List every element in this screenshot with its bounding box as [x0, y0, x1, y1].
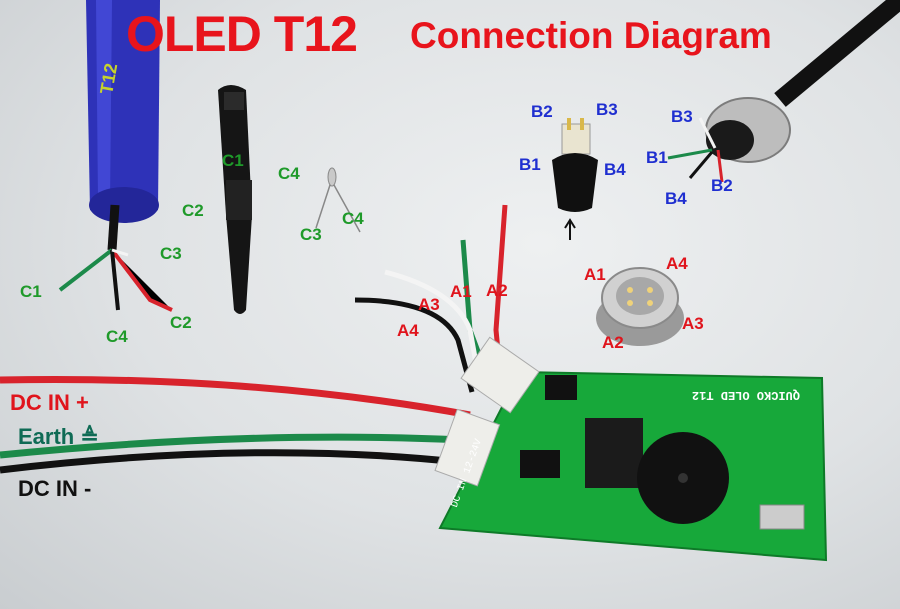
pcb-board: QUICKO OLED T12 DC IN 12-24V: [434, 336, 828, 562]
label-b2-aviation: B2: [711, 176, 733, 195]
label-c4-sensor: C4: [342, 209, 364, 228]
label-b2-plug: B2: [531, 102, 553, 121]
power-wires: [0, 375, 471, 474]
label-a2-socket: A2: [602, 333, 624, 352]
label-a4-socket: A4: [666, 254, 688, 273]
title-main: OLED T12: [126, 6, 358, 62]
label-c4-wire: C4: [106, 327, 128, 346]
label-b3-plug: B3: [596, 100, 618, 119]
label-a4-wire: A4: [397, 321, 419, 340]
label-b1-aviation: B1: [646, 148, 668, 167]
label-a3-socket: A3: [682, 314, 704, 333]
title-sub: Connection Diagram: [410, 15, 772, 56]
handle-grip: [218, 85, 252, 314]
label-c1-grip: C1: [222, 151, 244, 170]
label-a1-socket: A1: [584, 265, 606, 284]
label-b4-aviation: B4: [665, 189, 687, 208]
label-c1-wire: C1: [20, 282, 42, 301]
label-earth: Earth ≜: [18, 426, 99, 448]
label-dc-in-plus: DC IN +: [10, 390, 89, 415]
label-a1-wire: A1: [450, 282, 472, 301]
sensor-element: [315, 167, 361, 233]
handle-wires: [58, 204, 173, 312]
earth-ground-icon: ≜: [80, 424, 99, 449]
label-a2-wire: A2: [486, 281, 508, 300]
label-c2-grip: C2: [182, 201, 204, 220]
plug-connector: [552, 118, 598, 240]
label-b3-aviation: B3: [671, 107, 693, 126]
label-dc-in-minus: DC IN -: [18, 476, 92, 501]
aviation-plug: [667, 0, 900, 183]
silkscreen-name: QUICKO OLED T12: [692, 388, 800, 402]
panel-socket: [596, 267, 684, 346]
label-c3-sensor: C3: [300, 225, 322, 244]
label-c4-grip: C4: [278, 164, 300, 183]
label-b1-plug: B1: [519, 155, 541, 174]
label-a3-wire: A3: [418, 295, 440, 314]
label-c2-wire: C2: [170, 313, 192, 332]
label-c3-wire: C3: [160, 244, 182, 263]
label-earth-text: Earth: [18, 424, 75, 449]
label-b4-plug: B4: [604, 160, 626, 179]
soldering-handle: T12: [86, 0, 160, 223]
